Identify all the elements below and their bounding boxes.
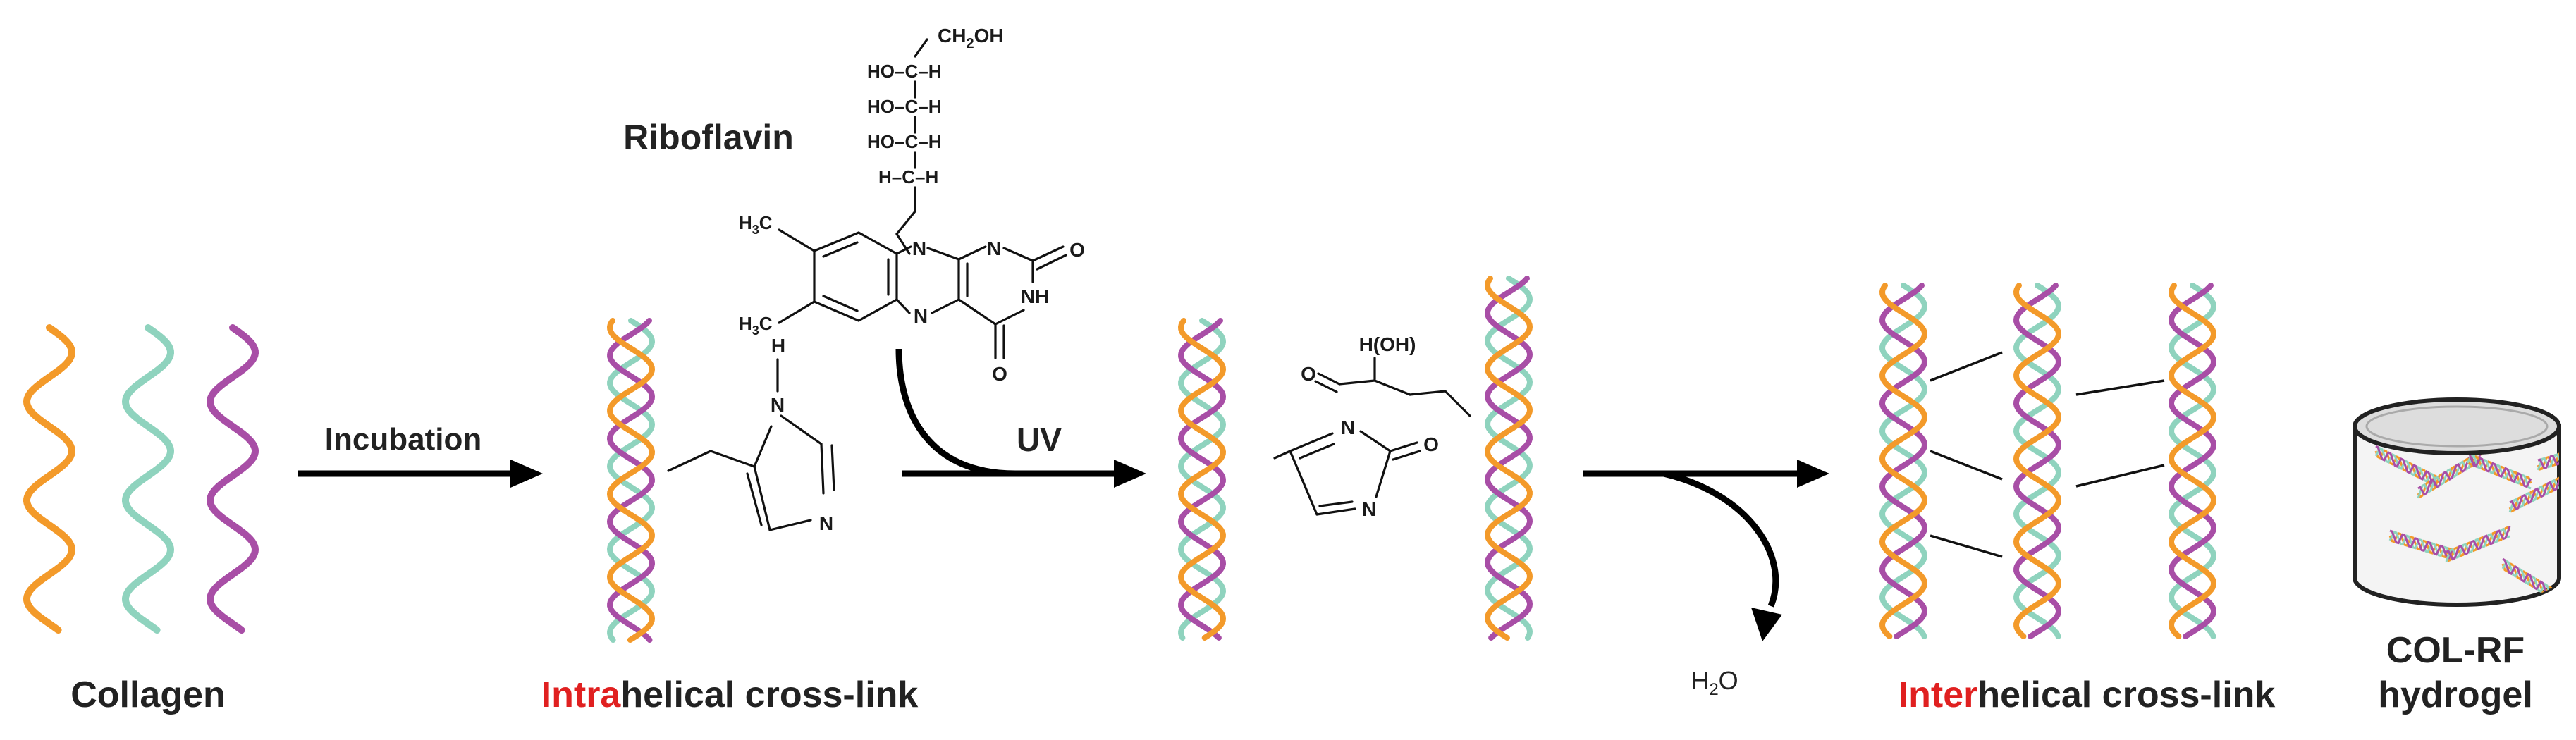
interhelical-crosslinks <box>1930 351 2165 558</box>
gel-fiber <box>2445 526 2511 562</box>
oxidized-intermediate-structure: H(OH) O N O N <box>1273 333 1471 520</box>
hydrogel-label-line1: COL-RF <box>2386 630 2525 671</box>
helix-strand <box>1484 276 1533 641</box>
helix-strand <box>2168 283 2217 639</box>
triple-helix-inter-3 <box>2168 283 2217 639</box>
gel-fiber <box>2508 472 2559 513</box>
triple-helix-left <box>1177 318 1227 641</box>
helix-strand <box>606 318 656 643</box>
helix-strand <box>2013 283 2062 639</box>
helix-strand <box>1879 283 1928 639</box>
riboflavin-label: Riboflavin <box>623 118 794 157</box>
inter-rest: helical cross-link <box>1977 674 2275 715</box>
helix-strand <box>1484 276 1533 641</box>
triple-helix-right <box>1484 276 1533 641</box>
methyl-bottom: H3C <box>739 313 773 338</box>
gel-fiber <box>2466 453 2532 490</box>
imidazole-h: H <box>771 335 785 357</box>
oxidized-n-bottom: N <box>1362 498 1376 520</box>
hydrogel-cylinder-icon <box>2353 397 2561 607</box>
free-collagen-strands <box>23 324 259 634</box>
gel-fiber <box>2467 452 2532 488</box>
uv-arrow <box>902 460 1146 488</box>
water-label: H2O <box>1691 666 1738 699</box>
gel-fiber <box>2509 470 2559 511</box>
oxidized-n-top: N <box>1341 417 1355 438</box>
helix-strand <box>2013 283 2062 639</box>
helix-strand <box>2013 283 2062 639</box>
carbonyl-o-4: O <box>992 363 1007 385</box>
methyl-top: H3C <box>739 212 773 237</box>
gel-fiber <box>2388 531 2455 559</box>
hydrogel-label-line2: hydrogel <box>2378 674 2533 715</box>
hoh-label: H(OH) <box>1359 333 1416 355</box>
incubation-arrow <box>298 460 543 488</box>
condensation-arrow <box>1583 460 1829 641</box>
oxidized-o: O <box>1423 433 1439 455</box>
ribityl-row3: HO–C–H <box>867 131 941 152</box>
gel-fiber <box>2466 455 2532 486</box>
teal-strand <box>121 324 175 634</box>
gel-fiber <box>2388 530 2454 561</box>
collagen-label: Collagen <box>70 674 226 715</box>
gel-fiber <box>2445 527 2510 562</box>
ring-n5: N <box>914 305 928 327</box>
incubation-label: Incubation <box>325 422 482 457</box>
ring-n1: N <box>987 238 1001 259</box>
gel-fiber <box>2375 445 2441 487</box>
helix-strand <box>1177 318 1227 641</box>
helix-strand <box>1177 318 1227 641</box>
helix-strand <box>2168 283 2217 639</box>
gel-fiber <box>2374 446 2440 489</box>
helix-strand <box>606 318 656 643</box>
gel-fiber <box>2417 452 2482 499</box>
imidazole-n-top: N <box>771 394 785 416</box>
aldehyde-o: O <box>1301 363 1316 385</box>
intra-rest: helical cross-link <box>620 674 918 715</box>
helix-strand <box>1879 283 1928 639</box>
ring-n10: N <box>912 238 926 259</box>
intrahelical-label: Intrahelical cross-link <box>541 674 919 715</box>
gel-fiber <box>2537 440 2559 470</box>
helix-strand <box>1879 283 1928 639</box>
triple-helix-inter-2 <box>2013 283 2062 639</box>
ring-nh: NH <box>1021 285 1049 307</box>
imidazole-n-bottom: N <box>819 512 833 534</box>
interhelical-label: Interhelical cross-link <box>1899 674 2276 715</box>
gel-fiber <box>2537 440 2559 471</box>
triple-helix-inter-1 <box>1879 283 1928 639</box>
purple-strand <box>206 324 259 634</box>
uv-label: UV <box>1017 421 1062 458</box>
gel-fiber <box>2417 450 2483 499</box>
carbonyl-o-2: O <box>1069 239 1085 261</box>
ribityl-row1: HO–C–H <box>867 61 941 82</box>
ribityl-row2: HO–C–H <box>867 96 941 117</box>
riboflavin-structure: CH2OH HO–C–H HO–C–H HO–C–H H–C–H H3C H3C <box>739 25 1085 385</box>
helix-strand <box>2168 283 2217 639</box>
intra-prefix: Intra <box>541 674 622 715</box>
gel-fiber <box>2537 442 2559 471</box>
intrahelical-triple-helix <box>606 318 656 643</box>
gel-fiber <box>2446 526 2511 561</box>
gel-fiber <box>2508 470 2559 513</box>
ribityl-row4: H–C–H <box>878 166 938 187</box>
gel-fiber <box>2389 529 2455 560</box>
orange-strand <box>23 324 76 634</box>
ch2oh: CH2OH <box>938 25 1004 51</box>
histidine-imidazole-structure: H N N <box>667 335 835 534</box>
inter-prefix: Inter <box>1899 674 1978 715</box>
